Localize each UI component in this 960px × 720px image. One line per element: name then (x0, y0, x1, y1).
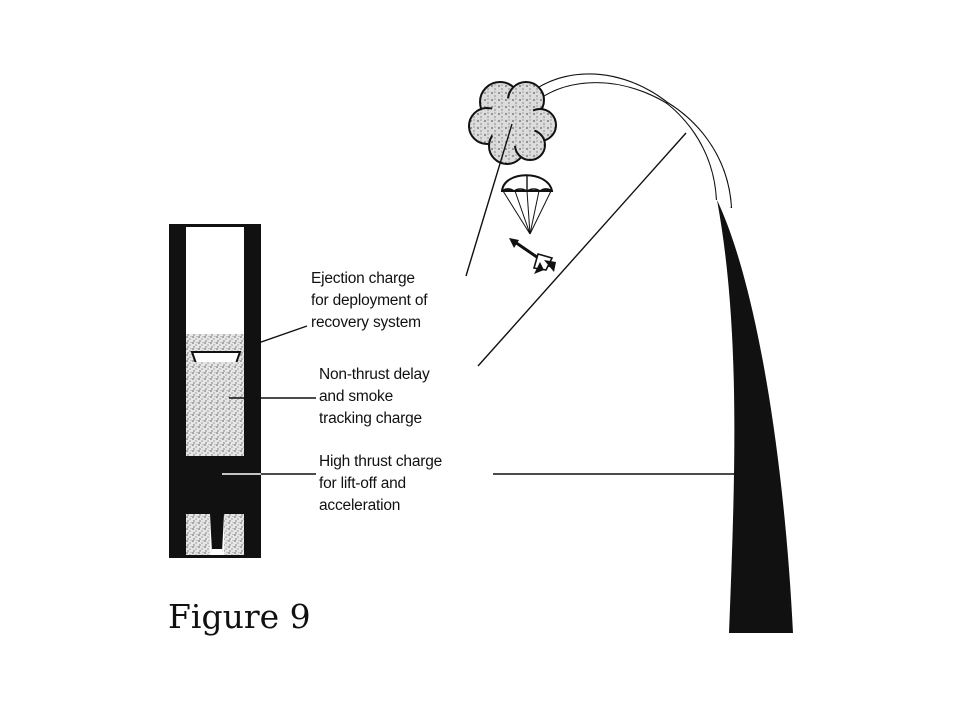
label-line: for deployment of (311, 292, 428, 309)
parachute-icon (500, 174, 554, 235)
smoke-trail-thick (717, 200, 793, 633)
ejection-charge-label: Ejection charge for deployment of recove… (311, 268, 428, 334)
label-line: High thrust charge (319, 453, 443, 470)
delay-charge-label: Non-thrust delay and smoke tracking char… (319, 364, 430, 430)
label-line: for lift-off and (319, 475, 406, 492)
nozzle-throat (212, 549, 222, 557)
leader-ejection-to-engine (243, 325, 308, 349)
flight-path (524, 73, 793, 633)
leader-ejection-to-cloud (465, 123, 513, 277)
engine-casing-right-wall (244, 224, 261, 557)
label-line: and smoke (319, 388, 394, 405)
label-line: Non-thrust delay (319, 366, 430, 383)
nozzle-right-fill (224, 514, 244, 557)
flight-arc-outer (524, 73, 719, 201)
descending-rocket-icon (509, 238, 556, 274)
engine-casing-top (169, 224, 261, 227)
delay-charge-fill (186, 362, 244, 456)
engine-casing-bottom (169, 555, 261, 558)
thrust-charge-label: High thrust charge for lift-off and acce… (319, 451, 442, 517)
label-line: tracking charge (319, 410, 422, 427)
engine-casing-left-wall (169, 224, 186, 557)
core-bore (210, 514, 224, 552)
figure-caption: Figure 9 (168, 597, 311, 636)
label-line: recovery system (311, 314, 421, 331)
label-line: Ejection charge (311, 270, 415, 287)
propellant-grain (186, 456, 244, 514)
leader-lines (222, 123, 760, 475)
label-line: acceleration (319, 497, 401, 514)
ejection-smoke-cloud (468, 81, 557, 165)
nozzle-left-fill (186, 514, 210, 557)
flight-arc-fill (525, 74, 731, 209)
leader-delay-to-arc (477, 132, 687, 367)
engine-cross-section (169, 224, 261, 558)
